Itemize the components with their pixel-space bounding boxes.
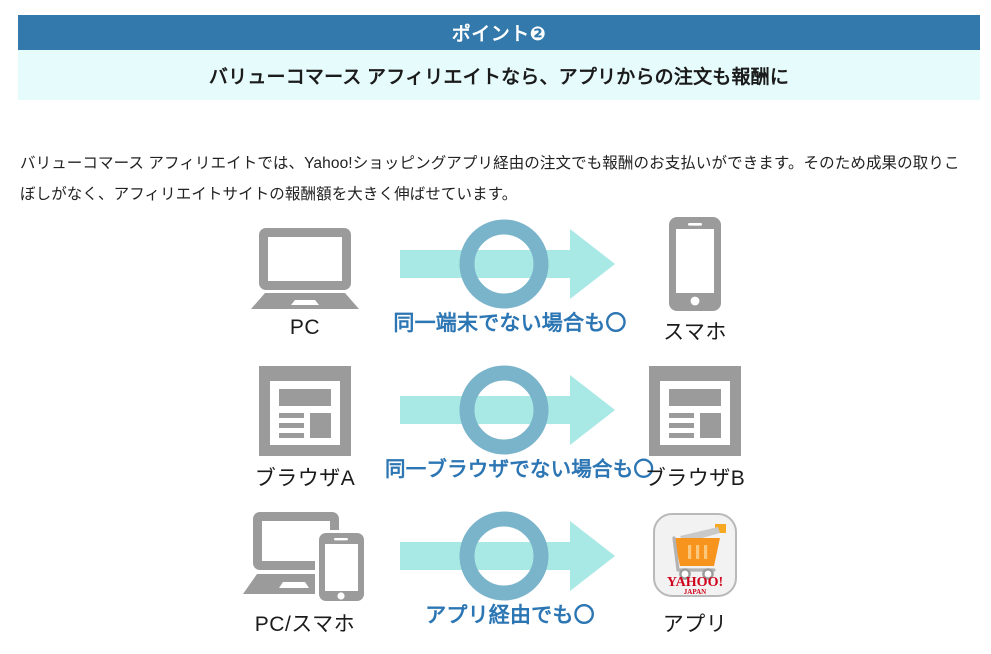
device-label: アプリ <box>662 613 728 636</box>
arrow-graphic <box>385 362 635 457</box>
point-banner: ポイント❷ <box>18 15 980 50</box>
device-label: スマホ <box>663 321 727 344</box>
device-label: PC/スマホ <box>254 613 356 636</box>
arrow-graphic <box>385 216 635 311</box>
diagram-arrow: 同一ブラウザでない場合も〇 <box>385 362 655 483</box>
arrow-graphic <box>385 508 635 603</box>
diagram-target-cell: YAHOO! JAPAN アプリ <box>595 508 795 638</box>
diagram-arrow: 同一端末でない場合も〇 <box>385 216 635 337</box>
intro-paragraph: バリューコマース アフィリエイトでは、Yahoo!ショッピングアプリ経由の注文で… <box>20 154 960 203</box>
point-label: ポイント❷ <box>451 24 547 45</box>
svg-text:JAPAN: JAPAN <box>684 588 706 596</box>
subtitle-banner: バリューコマース アフィリエイトなら、アプリからの注文も報酬に <box>18 50 980 100</box>
device-label: ブラウザA <box>254 467 356 490</box>
browser-window-icon <box>595 362 795 460</box>
subtitle-text: バリューコマース アフィリエイトなら、アプリからの注文も報酬に <box>208 66 790 88</box>
svg-text:YAHOO!: YAHOO! <box>667 575 723 590</box>
diagram-target-cell: ブラウザB <box>595 362 795 492</box>
diagram-arrow: アプリ経由でも〇 <box>385 508 635 629</box>
arrow-caption: 同一ブラウザでない場合も〇 <box>385 458 655 481</box>
device-label: ブラウザB <box>644 467 746 490</box>
diagram-target-cell: スマホ <box>595 216 795 346</box>
yahoo-shopping-app-icon: YAHOO! JAPAN <box>595 508 795 606</box>
arrow-caption: 同一端末でない場合も〇 <box>393 312 627 335</box>
diagram-row: PC/スマホ アプリ経由でも〇 <box>0 508 991 654</box>
header-block: ポイント❷ バリューコマース アフィリエイトなら、アプリからの注文も報酬に <box>18 15 980 100</box>
device-label: PC <box>289 316 321 339</box>
browser-window-icon <box>205 362 405 460</box>
conversion-diagram: PC 同一端末でない場合も〇 スマホ <box>0 216 991 654</box>
arrow-caption: アプリ経由でも〇 <box>425 604 595 627</box>
smartphone-icon <box>595 216 795 314</box>
diagram-row: PC 同一端末でない場合も〇 スマホ <box>0 216 991 362</box>
diagram-source-cell: PC/スマホ <box>205 508 405 638</box>
diagram-row: ブラウザA 同一ブラウザでない場合も〇 <box>0 362 991 508</box>
laptop-and-phone-icon <box>205 508 405 606</box>
diagram-source-cell: PC <box>205 216 405 340</box>
diagram-source-cell: ブラウザA <box>205 362 405 492</box>
laptop-icon <box>205 216 405 314</box>
